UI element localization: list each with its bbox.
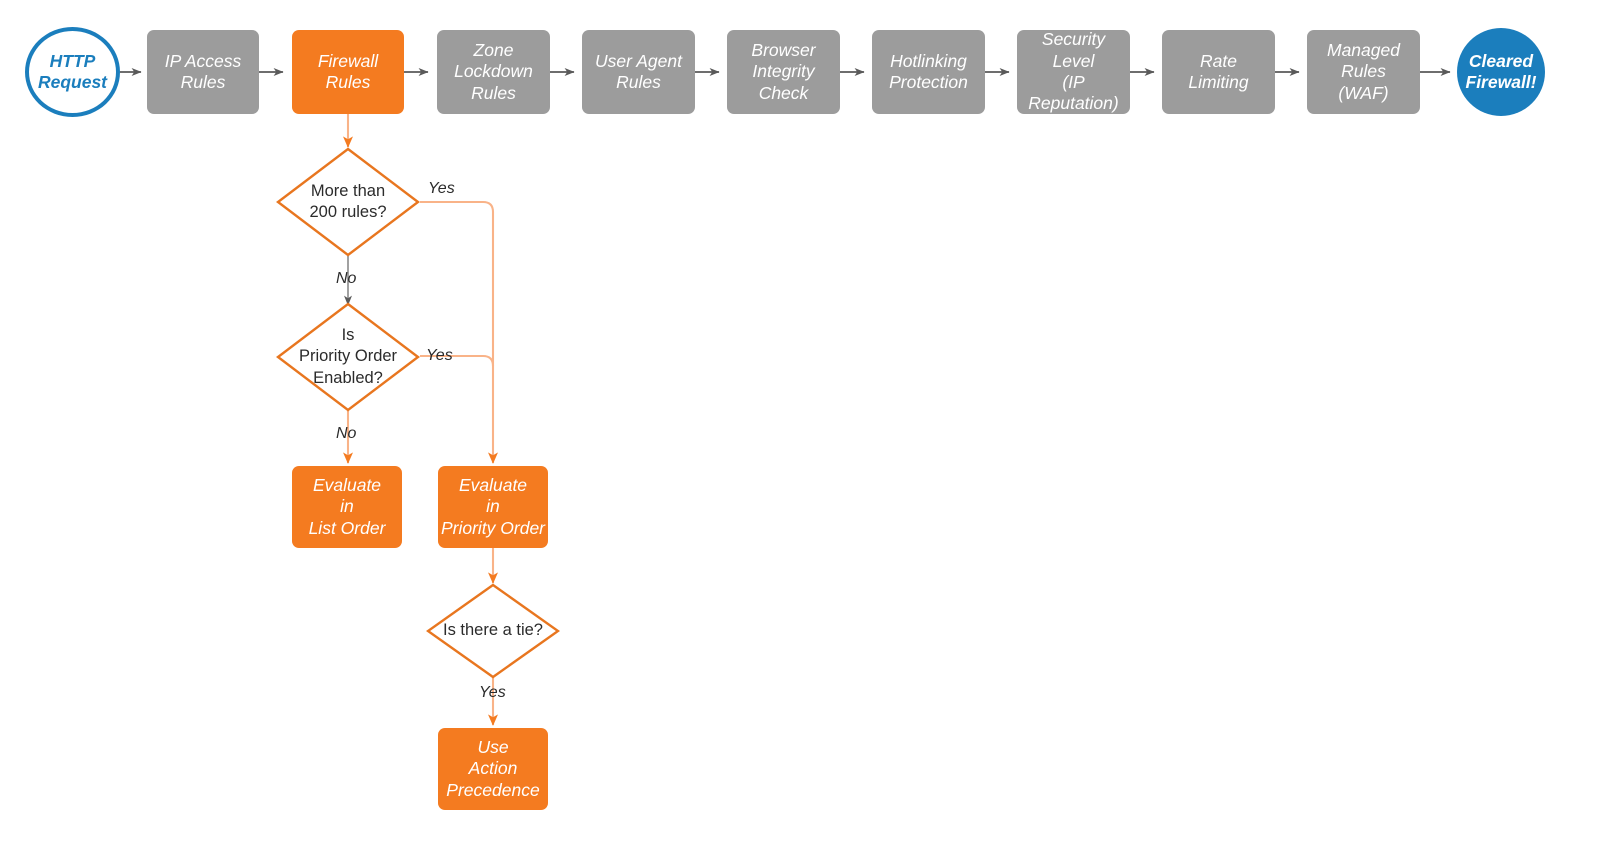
edge-label-rules-count-no: No [336, 270, 357, 287]
edge-label-rules-count-yes: Yes [428, 180, 455, 197]
edge-label-priority-order-no: No [336, 425, 357, 442]
node-zone-lockdown-rules[interactable]: Zone Lockdown Rules [437, 30, 550, 114]
node-browser-integrity-check[interactable]: Browser Integrity Check [727, 30, 840, 114]
node-evaluate-in-list-order[interactable]: Evaluate in List Order [292, 466, 402, 548]
node-http-request[interactable]: HTTP Request [25, 27, 120, 117]
node-hotlinking-protection[interactable]: Hotlinking Protection [872, 30, 985, 114]
node-security-level[interactable]: Security Level (IP Reputation) [1017, 29, 1130, 114]
decision-is-priority-order-enabled[interactable]: Is Priority Order Enabled? [276, 302, 420, 412]
decision-label: Is Priority Order Enabled? [298, 326, 398, 387]
edge-rules-count-yes [420, 200, 498, 464]
edge-label-tie-yes: Yes [479, 684, 506, 701]
node-ip-access-rules[interactable]: IP Access Rules [147, 30, 259, 114]
decision-label: More than 200 rules? [309, 181, 387, 221]
decision-is-there-a-tie[interactable]: Is there a tie? [426, 583, 560, 679]
node-managed-rules-waf[interactable]: Managed Rules (WAF) [1307, 30, 1420, 114]
node-rate-limiting[interactable]: Rate Limiting [1162, 30, 1275, 114]
node-user-agent-rules[interactable]: User Agent Rules [582, 30, 695, 114]
decision-label: Is there a tie? [443, 621, 543, 640]
diamond-shape-icon [276, 302, 420, 412]
diamond-shape-icon [426, 583, 560, 679]
edge-label-priority-order-yes: Yes [426, 347, 453, 364]
decision-more-than-200-rules[interactable]: More than 200 rules? [276, 147, 420, 257]
node-cleared-firewall[interactable]: Cleared Firewall! [1457, 28, 1545, 116]
diamond-shape-icon [276, 147, 420, 257]
node-use-action-precedence[interactable]: Use Action Precedence [438, 728, 548, 810]
node-evaluate-in-priority-order[interactable]: Evaluate in Priority Order [438, 466, 548, 548]
node-firewall-rules[interactable]: Firewall Rules [292, 30, 404, 114]
